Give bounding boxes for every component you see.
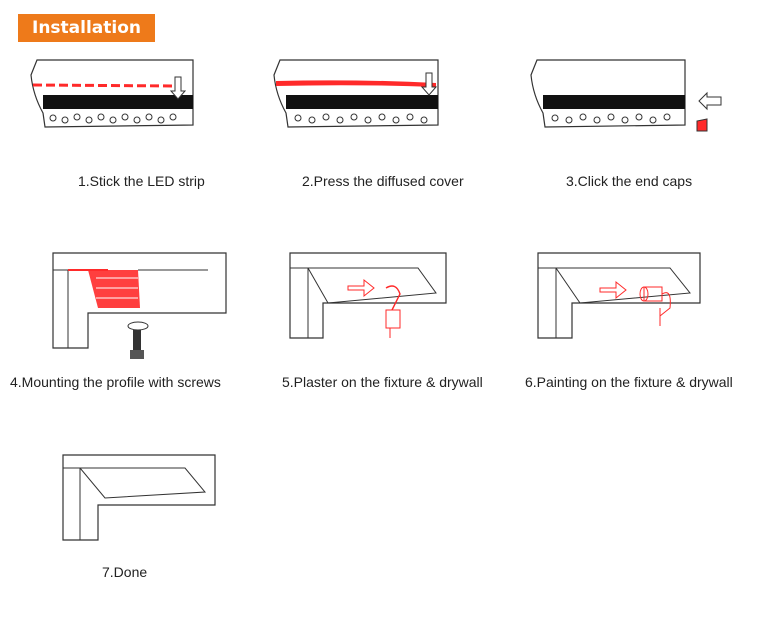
step-6: 6.Painting on the fixture & drywall: [525, 248, 733, 390]
done-icon: [62, 454, 216, 541]
step-5: 5.Plaster on the fixture & drywall: [268, 248, 483, 390]
profile-diffuser-icon: [273, 59, 439, 128]
profile-end-cap-icon: [530, 59, 722, 132]
section-title: Installation: [18, 14, 156, 42]
step-4-caption: 4.Mounting the profile with screws: [10, 374, 221, 390]
step-7-caption: 7.Done: [102, 564, 148, 580]
step-1: 1.Stick the LED strip: [25, 55, 205, 189]
plaster-icon: [289, 252, 447, 339]
step-4: 4.Mounting the profile with screws: [10, 248, 248, 390]
step-6-caption: 6.Painting on the fixture & drywall: [525, 374, 733, 390]
step-2: 2.Press the diffused cover: [268, 55, 464, 189]
profile-led-strip-icon: [30, 59, 194, 128]
step-1-caption: 1.Stick the LED strip: [78, 173, 205, 189]
step-7: 7.Done: [60, 450, 220, 580]
mount-screws-icon: [52, 252, 227, 359]
step-3: 3.Click the end caps: [525, 55, 725, 189]
step-3-caption: 3.Click the end caps: [566, 173, 693, 189]
painting-icon: [537, 252, 701, 339]
step-5-caption: 5.Plaster on the fixture & drywall: [282, 374, 483, 390]
step-2-caption: 2.Press the diffused cover: [302, 173, 464, 189]
